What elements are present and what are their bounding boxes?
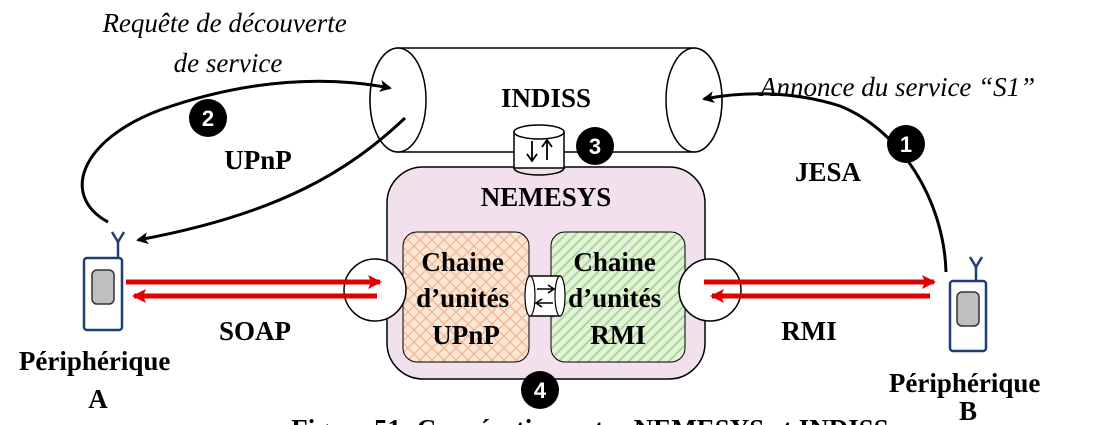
nemesys-left-port: [343, 258, 407, 322]
rmi-arrows: [704, 275, 936, 303]
figure-caption: Figure 51: Coopération entre NEMESYS et …: [291, 414, 889, 425]
left-arrow-icon: [534, 298, 553, 308]
jesa-label: JESA: [795, 157, 862, 187]
indiss-right-port: [665, 47, 723, 153]
connector-cylinder: [513, 124, 565, 176]
soap-arrows: [126, 275, 382, 303]
device-a-label: Périphérique A: [19, 346, 177, 414]
svg-text:3: 3: [589, 134, 601, 159]
device-b-label: Périphérique B: [889, 368, 1047, 425]
step-badge-2: 2: [189, 99, 227, 137]
upnp-label: UPnP: [224, 145, 292, 175]
indiss-pipe: INDISS: [369, 47, 723, 153]
step-badge-1: 1: [887, 125, 925, 163]
nemesys-label: NEMESYS: [481, 182, 612, 212]
rmi-chain-label: Chaine d’unités RMI: [568, 247, 668, 350]
upnp-response-arrow: [136, 116, 407, 245]
service-announce-caption: Annonce du service “S1”: [758, 72, 1035, 102]
device-a-icon: [82, 231, 126, 332]
indiss-label: INDISS: [501, 83, 591, 113]
soap-label: SOAP: [219, 316, 291, 346]
device-b-icon: [948, 256, 988, 353]
discovery-request-caption: Requête de découverte de service: [101, 8, 353, 78]
up-arrow-icon: [541, 138, 553, 160]
down-arrow-icon: [526, 141, 538, 163]
service-announce-arrow: [702, 91, 948, 273]
upnp-chain-label: Chaine d’unités UPnP: [416, 247, 516, 350]
indiss-left-port: [369, 47, 427, 153]
svg-text:1: 1: [900, 132, 912, 157]
svg-text:2: 2: [202, 106, 214, 131]
right-arrow-icon: [537, 284, 556, 294]
step-badge-3: 3: [576, 127, 614, 165]
rmi-label: RMI: [781, 316, 837, 346]
nemesys-right-port: [678, 258, 742, 322]
step-badge-4: 4: [521, 371, 559, 409]
discovery-request-arrow: [80, 79, 392, 224]
svg-text:4: 4: [534, 378, 547, 403]
swap-connector: [524, 275, 566, 317]
